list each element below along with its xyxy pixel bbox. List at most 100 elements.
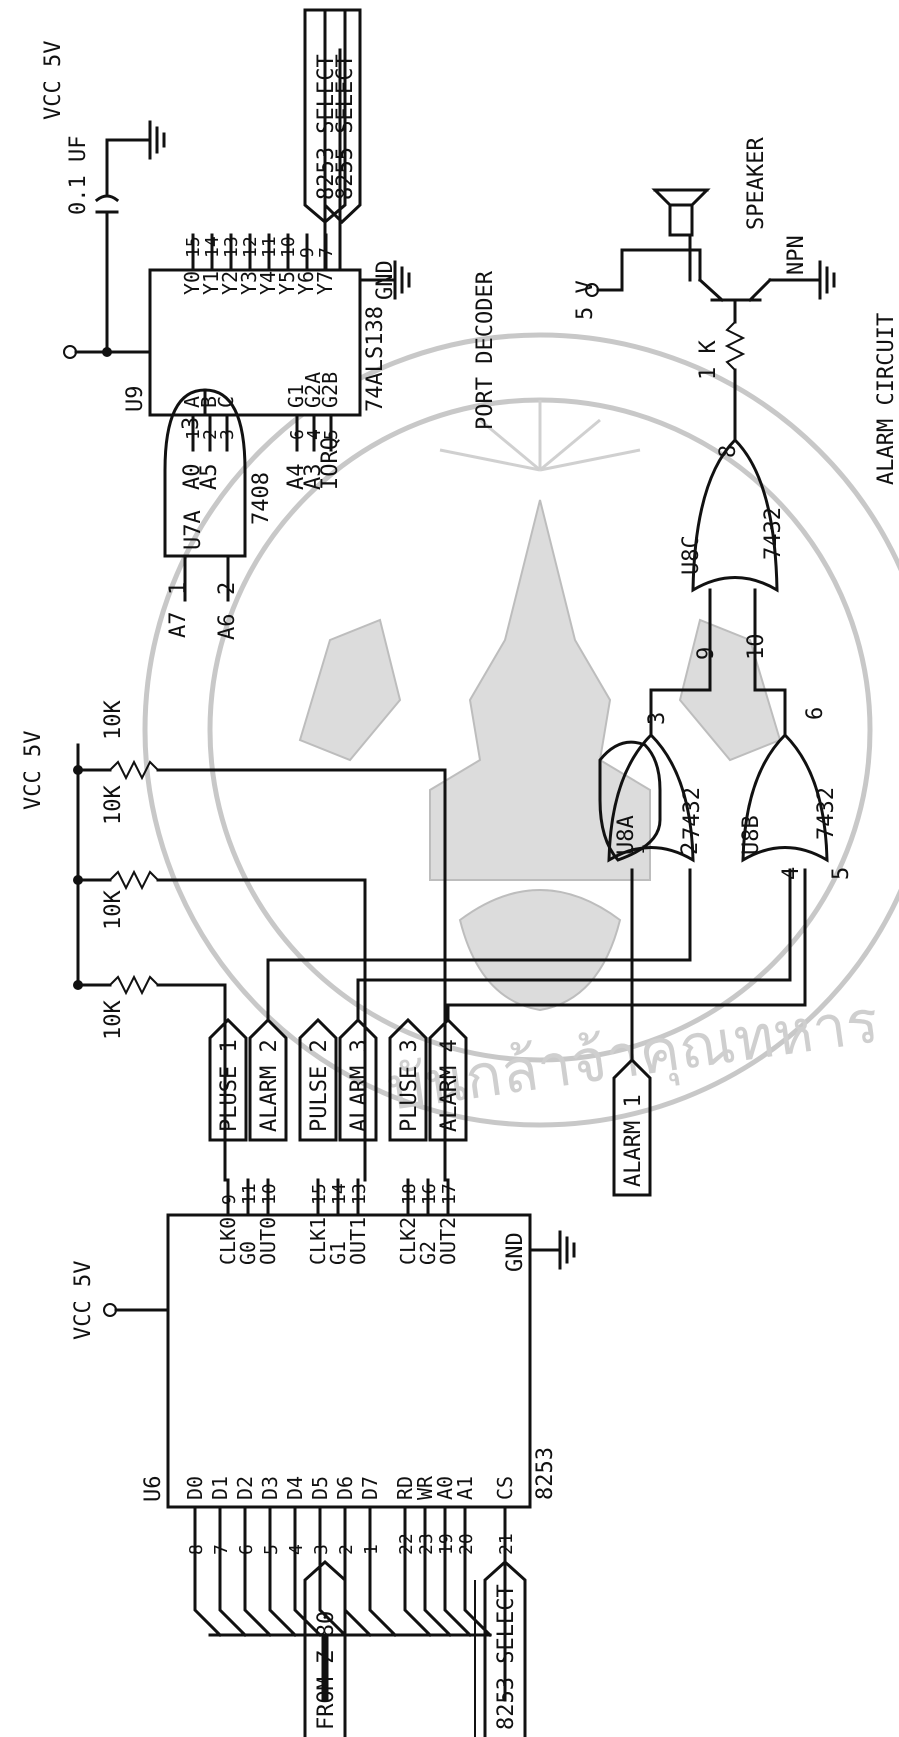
- u6-left-num-11: 20: [456, 1533, 477, 1555]
- u6-right-name-6: CLK2: [396, 1217, 420, 1265]
- u6-right-name-7: G2: [416, 1241, 440, 1265]
- cap-value-label: 0.1 UF: [66, 136, 91, 215]
- u6-right-num-4: 14: [329, 1183, 350, 1205]
- u6-left-num-2: 6: [236, 1544, 257, 1555]
- u6-right-num-2: 10: [259, 1183, 280, 1205]
- res-vcc-label: VCC 5V: [21, 731, 46, 810]
- u6-right-num-7: 16: [419, 1183, 440, 1205]
- u9-out-name-7: Y7: [313, 271, 337, 295]
- speaker-icon: [651, 188, 711, 237]
- resistor-r1: [109, 759, 159, 781]
- u9-out-name-6: Y6: [294, 271, 318, 295]
- svg-text:8255 SELECT: 8255 SELECT: [333, 54, 358, 200]
- pullup-resistor-network: VCC 5V 10K 10K 10K 10K: [21, 700, 447, 1182]
- u8b-in2: 5: [829, 867, 854, 880]
- u6-left-num-4: 4: [286, 1544, 307, 1555]
- u7a-out-pin: 3: [179, 417, 204, 430]
- alarm-supply-label: 5 V: [573, 280, 598, 320]
- u9-ground-icon: [393, 260, 411, 300]
- res-value-3: 10K: [101, 1000, 126, 1040]
- u9-out-num-2: 13: [221, 236, 242, 258]
- transistor-label: NPN: [784, 235, 809, 275]
- u6-left-name-3: D3: [258, 1476, 282, 1500]
- port-alarm3-label: ALARM 3: [347, 1039, 372, 1132]
- svg-text:FROM Z-80: FROM Z-80: [314, 1611, 339, 1730]
- port-pluse1: PLUSE 1: [208, 1017, 248, 1142]
- cap-ground-icon: [148, 120, 166, 160]
- u7a-in2-pin: 2: [215, 582, 240, 595]
- u6-right-name-0: CLK0: [216, 1217, 240, 1265]
- u9-pin-signal-4: A3: [301, 464, 326, 491]
- u8c-ref: U8C: [679, 535, 704, 575]
- u6-left-name-9: WR: [413, 1475, 437, 1500]
- u6-right-num-5: 13: [349, 1183, 370, 1205]
- u6-left-name-2: D2: [233, 1476, 257, 1500]
- u6-left-name-8: RD: [393, 1476, 417, 1500]
- u6-right-num-6: 18: [399, 1183, 420, 1205]
- u7a-in1-pin: 1: [166, 582, 191, 595]
- u6-left-name-5: D5: [308, 1476, 332, 1500]
- port-alarm1-label: ALARM 1: [621, 1094, 646, 1187]
- alarm-circuit-section: 1 K 5 V NPN SPEAKER ALARM CIRCUIT: [573, 137, 899, 485]
- u7a-in2-signal: A6: [215, 614, 240, 641]
- u6-right-name-1: G0: [236, 1241, 260, 1265]
- u6-right-num-3: 15: [309, 1183, 330, 1205]
- u6-left-name-10: A0: [433, 1476, 457, 1500]
- alarm-ground-icon: [818, 260, 836, 300]
- u6-left-name-0: D0: [183, 1476, 207, 1500]
- u9-pin-signal-3: A4: [284, 464, 309, 491]
- u6-8253-section: VCC 5V U6 8253 D08D17D26D35D44D53D62D71R…: [71, 1178, 576, 1702]
- alarm-resistor-label: 1 K: [696, 340, 721, 380]
- port-pulse2-label: PULSE 2: [307, 1039, 332, 1132]
- u6-left-num-8: 22: [396, 1533, 417, 1555]
- alarm-resistor: [724, 321, 746, 371]
- u9-out-num-6: 9: [297, 247, 318, 258]
- u6-right-name-5: OUT1: [346, 1217, 370, 1265]
- u9-pin-name-5: G2B: [318, 372, 342, 408]
- u9-pin-signal-1: A5: [197, 464, 222, 491]
- u6-left-num-12: 21: [496, 1533, 517, 1555]
- res-value-1: 10K: [101, 785, 126, 825]
- port-8255-select-out: 8255 SELECT: [323, 8, 362, 225]
- u6-left-name-1: D1: [208, 1476, 232, 1500]
- u6-right-num-1: 11: [239, 1183, 260, 1205]
- u9-pin-num-1: 2: [200, 429, 221, 440]
- port-alarm4: ALARM 4: [428, 1017, 468, 1142]
- u6-left-num-10: 19: [436, 1533, 457, 1555]
- resistor-r2: [109, 869, 159, 891]
- u9-pin-signal-5: IORQ: [318, 437, 343, 490]
- u6-left-name-4: D4: [283, 1476, 307, 1500]
- port-pluse3-label: PLUSE 3: [397, 1039, 422, 1132]
- port-pluse3: PLUSE 3: [388, 1017, 428, 1142]
- u8a-out: 3: [645, 712, 670, 725]
- res-value-0: 10K: [101, 700, 126, 740]
- u9-pin-num-2: 3: [217, 429, 238, 440]
- u6-left-num-7: 1: [361, 1544, 382, 1555]
- port-alarm2-label: ALARM 2: [257, 1039, 282, 1132]
- u9-out-num-1: 14: [202, 236, 223, 258]
- u9-out-name-3: Y3: [237, 271, 261, 295]
- u6-left-num-3: 5: [261, 1544, 282, 1555]
- port-pluse1-label: PLUSE 1: [217, 1039, 242, 1132]
- u8a-or-gate: [598, 740, 662, 862]
- u6-right-name-8: OUT2: [436, 1217, 460, 1265]
- u9-gnd-label: GND: [373, 260, 398, 300]
- u6-gnd-label: GND: [503, 1232, 528, 1272]
- port-alarm1: ALARM 1: [612, 1057, 652, 1197]
- u7a-and-gate: U7A 7408 3 1 2 A7 A6: [163, 388, 274, 641]
- u6-vcc-label: VCC 5V: [71, 1261, 96, 1340]
- u6-left-name-6: D6: [333, 1476, 357, 1500]
- u9-out-name-0: Y0: [180, 271, 204, 295]
- u6-left-num-1: 7: [211, 1544, 232, 1555]
- u6-right-num-0: 9: [219, 1194, 240, 1205]
- speaker-label: SPEAKER: [744, 137, 769, 230]
- u8b-part: 7432: [814, 787, 839, 840]
- u9-out-num-4: 11: [259, 236, 280, 258]
- u9-out-name-5: Y5: [275, 271, 299, 295]
- u8c-out: 8: [716, 445, 741, 458]
- u8c-in1: 9: [694, 647, 719, 660]
- u9-vcc-terminal: [63, 345, 77, 359]
